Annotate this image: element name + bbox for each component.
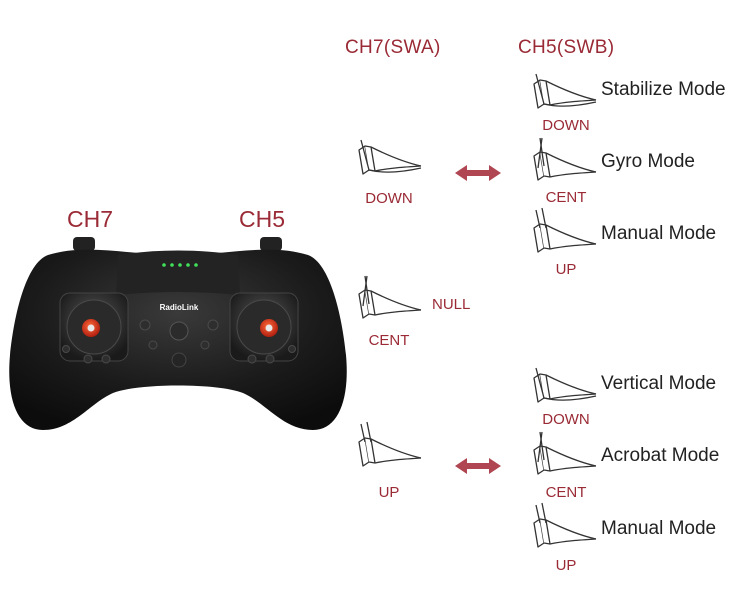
toggle-switch-icon	[358, 421, 422, 467]
swb-mode-label: Manual Mode	[601, 518, 717, 539]
header-swb: CH5(SWB)	[518, 37, 615, 58]
swb-mode-label: Acrobat Mode	[601, 445, 720, 466]
swa-position-label: DOWN	[365, 190, 413, 207]
swb-mode-label: Vertical Mode	[601, 373, 717, 394]
double-arrow-icon	[455, 165, 501, 181]
swb-position-label: UP	[555, 261, 577, 278]
toggle-switch-icon	[533, 431, 597, 475]
toggle-switch-icon	[533, 367, 597, 403]
toggle-switch-icon	[533, 502, 597, 548]
double-arrow-icon	[455, 458, 501, 474]
swb-position-label: DOWN	[542, 117, 590, 134]
swb-position-label: CENT	[545, 484, 587, 501]
toggle-switch-icon	[358, 139, 422, 175]
swa-position-label: UP	[378, 484, 400, 501]
swb-position-label: UP	[555, 557, 577, 574]
swa-position-label: CENT	[368, 332, 410, 349]
swb-mode-label: Gyro Mode	[601, 151, 695, 172]
swb-position-label: CENT	[545, 189, 587, 206]
channel-left-label: CH7	[67, 206, 114, 232]
led-indicators	[162, 263, 198, 267]
switch-swb-shoulder	[260, 237, 282, 251]
switch-swa-shoulder	[73, 237, 95, 251]
swb-mode-label: Manual Mode	[601, 223, 717, 244]
toggle-switch-icon	[358, 275, 422, 319]
channel-right-label: CH5	[239, 206, 286, 232]
toggle-switch-icon	[533, 137, 597, 181]
swb-position-label: DOWN	[542, 411, 590, 428]
toggle-switch-icon	[533, 73, 597, 109]
radiolink-controller: RadioLink	[9, 237, 347, 430]
center-button	[169, 321, 189, 341]
header-swa: CH7(SWA)	[345, 37, 441, 58]
swb-mode-label: Stabilize Mode	[601, 79, 726, 100]
toggle-switch-icon	[533, 207, 597, 253]
swa-null-note: NULL	[432, 296, 471, 313]
brand-logo: RadioLink	[160, 303, 199, 312]
